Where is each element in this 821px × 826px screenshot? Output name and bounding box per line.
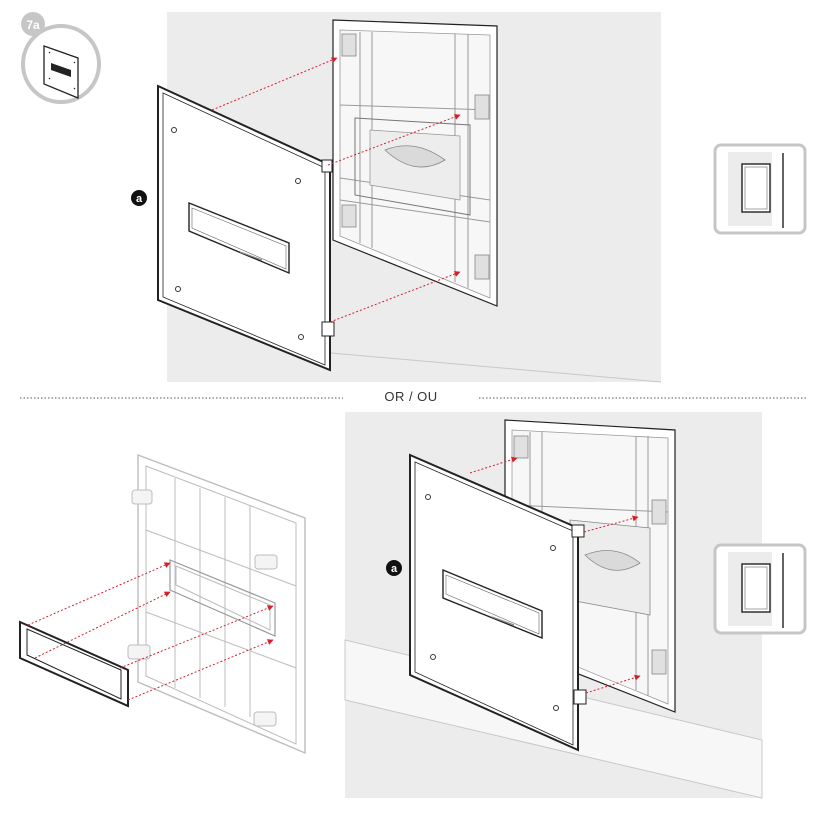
- top-scene: a 7a: [21, 12, 807, 383]
- divider-label: OR / OU: [384, 389, 438, 404]
- top-front-panel: [157, 84, 335, 372]
- bottom-inset-side-view: [713, 543, 807, 635]
- bottom-left-scene: [19, 453, 306, 755]
- bottom-right-guide-arrows: [469, 456, 641, 694]
- top-inset-side-view: [713, 143, 807, 235]
- mounting-frame: [127, 453, 306, 755]
- bottom-right-scene: a: [344, 412, 807, 799]
- callout-a-label-bottom: a: [391, 563, 398, 575]
- step-badge-label: 7a: [26, 18, 40, 32]
- bottom-left-guide-arrows: [27, 562, 274, 701]
- step-badge: 7a: [21, 12, 101, 104]
- top-floor-line: [319, 351, 662, 383]
- callout-a-label: a: [136, 193, 143, 205]
- bottom-front-panel: [409, 453, 587, 752]
- top-callout-a: a: [131, 190, 147, 206]
- bottom-callout-a: a: [386, 560, 402, 576]
- trim-bezel: [19, 620, 129, 708]
- top-guide-arrows: [211, 57, 461, 323]
- top-wall-box: [332, 19, 498, 307]
